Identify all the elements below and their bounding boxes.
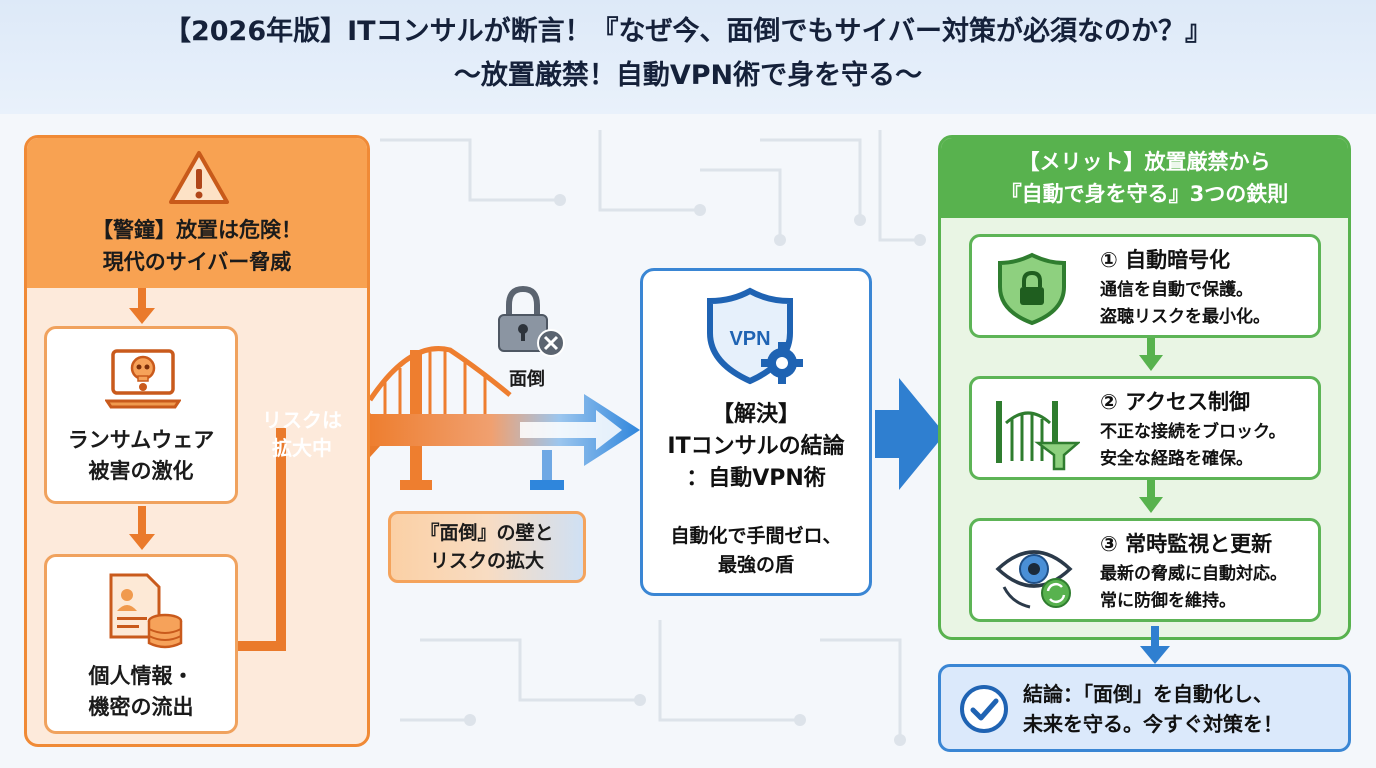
down-arrow xyxy=(1140,626,1170,664)
solution-subtitle: 自動化で手間ゼロ、 最強の盾 xyxy=(643,522,869,580)
merit-heading: ② アクセス制御 xyxy=(1100,390,1251,414)
merit-desc-line2: 常に防御を維持。 xyxy=(1100,591,1236,611)
merit-panel-title: 【メリット】放置厳禁から 『自動で身を守る』3つの鉄則 xyxy=(941,146,1348,210)
ransomware-card: ランサムウェア 被害の激化 xyxy=(44,326,238,504)
bother-label: 面倒 xyxy=(509,369,545,390)
solution-line2: ITコンサルの結論 xyxy=(667,434,845,459)
bother-wall-box: 『面倒』の壁と リスクの拡大 xyxy=(388,511,586,583)
solution-title: 【解決】 ITコンサルの結論 ：自動VPN術 xyxy=(643,399,869,495)
merit-panel: 【メリット】放置厳禁から 『自動で身を守る』3つの鉄則 ① 自動暗号化 通信を自… xyxy=(938,135,1351,640)
vpn-shield-icon: VPN xyxy=(707,287,803,385)
lock-icon xyxy=(498,285,565,357)
ransomware-line2: 被害の激化 xyxy=(88,459,194,483)
threat-title-line2: 現代のサイバー脅威 xyxy=(102,250,292,274)
vpn-badge-text: VPN xyxy=(729,328,770,350)
data-leak-line1: 個人情報・ xyxy=(88,664,194,688)
merit-item-monitoring: ③ 常時監視と更新 最新の脅威に自動対応。 常に防御を維持。 xyxy=(969,518,1321,622)
document-database-icon xyxy=(109,573,183,649)
merit-item-access-control: ② アクセス制御 不正な接続をブロック。 安全な経路を確保。 xyxy=(969,376,1321,480)
header: 【2026年版】ITコンサルが断言！『なぜ今、面倒でもサイバー対策が必須なのか？… xyxy=(0,0,1376,114)
conclusion-line2: 未来を守る。今すぐ対策を！ xyxy=(1023,712,1283,736)
eye-refresh-icon xyxy=(995,550,1073,609)
conclusion-box: 結論：「面倒」を自動化し、 未来を守る。今すぐ対策を！ xyxy=(938,664,1351,752)
risk-label-line1: リスクは xyxy=(262,408,342,432)
down-arrow xyxy=(129,288,155,324)
conclusion-text: 結論：「面倒」を自動化し、 未来を守る。今すぐ対策を！ xyxy=(1023,679,1283,739)
title-line2: 〜放置厳禁！自動VPN術で身を守る〜 xyxy=(453,60,923,91)
merit-desc: 不正な接続をブロック。 安全な経路を確保。 xyxy=(1100,419,1286,473)
data-leak-card: 個人情報・ 機密の流出 xyxy=(44,554,238,734)
risk-label: リスクは 拡大中 xyxy=(252,406,352,462)
merit-desc-line1: 最新の脅威に自動対応。 xyxy=(1100,564,1287,584)
warning-icon xyxy=(169,151,229,204)
conclusion-line1: 結論：「面倒」を自動化し、 xyxy=(1023,682,1273,706)
threat-panel: 【警鐘】放置は危険！ 現代のサイバー脅威 ランサムウェア 被害の激化 xyxy=(24,135,370,747)
data-leak-text: 個人情報・ 機密の流出 xyxy=(47,661,235,723)
bridge-illustration xyxy=(370,346,640,490)
check-circle-icon xyxy=(960,685,1008,733)
merit-desc-line1: 不正な接続をブロック。 xyxy=(1100,422,1286,442)
merit-desc: 最新の脅威に自動対応。 常に防御を維持。 xyxy=(1100,561,1287,615)
merit-heading: ① 自動暗号化 xyxy=(1100,248,1231,272)
title-line1: 【2026年版】ITコンサルが断言！『なぜ今、面倒でもサイバー対策が必須なのか？… xyxy=(163,16,1213,47)
solution-sub2: 最強の盾 xyxy=(717,554,794,576)
threat-title-line1: 【警鐘】放置は危険！ xyxy=(92,218,302,242)
merit-title-line1: 【メリット】放置厳禁から xyxy=(1018,150,1271,174)
ransomware-line1: ランサムウェア xyxy=(67,428,215,452)
solution-sub1: 自動化で手間ゼロ、 xyxy=(670,525,842,547)
solution-card: VPN 【解決】 ITコンサルの結論 ：自動VPN術 自動化で手間ゼロ、 最強の… xyxy=(640,268,872,596)
blue-arrow xyxy=(875,378,945,490)
risk-label-line2: 拡大中 xyxy=(272,436,332,460)
merit-title-line2: 『自動で身を守る』3つの鉄則 xyxy=(1000,182,1289,206)
shield-lock-icon xyxy=(998,252,1066,326)
laptop-skull-icon xyxy=(105,349,181,409)
merit-panel-header xyxy=(941,138,1348,218)
merit-desc: 通信を自動で保護。 盗聴リスクを最小化。 xyxy=(1100,277,1270,331)
merit-heading: ③ 常時監視と更新 xyxy=(1100,532,1273,556)
down-arrow xyxy=(129,506,155,550)
merit-desc-line2: 盗聴リスクを最小化。 xyxy=(1100,307,1270,327)
gate-filter-icon xyxy=(996,401,1080,471)
merit-desc-line2: 安全な経路を確保。 xyxy=(1100,449,1253,469)
down-arrow xyxy=(1139,479,1163,513)
threat-panel-title: 【警鐘】放置は危険！ 現代のサイバー脅威 xyxy=(27,214,367,278)
wall-line2: リスクの拡大 xyxy=(429,550,544,572)
solution-line3: ：自動VPN術 xyxy=(686,466,826,491)
solution-line1: 【解決】 xyxy=(711,402,800,427)
connector-line xyxy=(237,428,286,651)
data-leak-line2: 機密の流出 xyxy=(88,695,194,719)
down-arrow xyxy=(1139,337,1163,371)
merit-desc-line1: 通信を自動で保護。 xyxy=(1100,280,1253,300)
merit-item-encryption: ① 自動暗号化 通信を自動で保護。 盗聴リスクを最小化。 xyxy=(969,234,1321,338)
wall-line1: 『面倒』の壁と xyxy=(420,522,554,544)
ransomware-text: ランサムウェア 被害の激化 xyxy=(47,425,235,487)
